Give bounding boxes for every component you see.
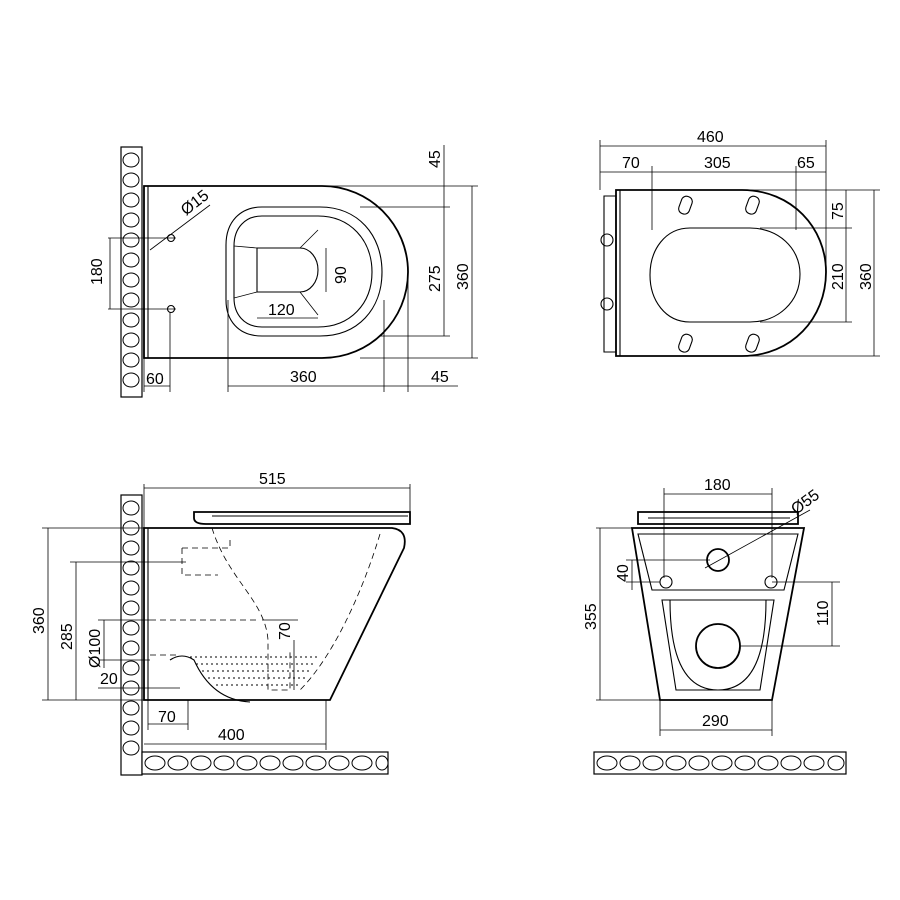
- mount-hole-dia-label: Ø15: [178, 187, 212, 219]
- side-total-length-label: 515: [259, 471, 286, 488]
- left-gap-label: 60: [146, 371, 164, 388]
- inlet-hole: [706, 548, 730, 572]
- side-outlet-dia-label: Ø100: [87, 629, 104, 668]
- seat-outline: [615, 189, 827, 357]
- top-view-wall: [120, 146, 143, 398]
- hole-spacing-label: 180: [89, 258, 106, 285]
- rim-offset-label: 45: [431, 369, 449, 386]
- seat-middle-width-label: 305: [704, 155, 731, 172]
- hinge-bottom: [600, 297, 614, 311]
- outlet-hole: [695, 623, 741, 669]
- back-hole-height-label: 40: [615, 564, 632, 582]
- total-depth-label: 360: [455, 263, 472, 290]
- back-outlet-height-label: 110: [815, 600, 832, 626]
- seat-top-offset-label: 75: [830, 202, 847, 220]
- inner-width-label: 120: [268, 302, 295, 319]
- back-seat: [637, 511, 799, 525]
- side-outlet-offset-label: 20: [100, 671, 118, 688]
- top-view: Ø15 180 60 120 90 360 45 45 275 360: [89, 145, 478, 398]
- side-view-wall: [120, 494, 143, 776]
- side-wall-gap-label: 70: [158, 709, 176, 726]
- bowl-rim: [225, 206, 383, 337]
- side-view-floor: [141, 751, 389, 775]
- inlet-dia-label: Ø55: [788, 487, 823, 519]
- seat-inner-depth-label: 210: [830, 263, 847, 290]
- side-outlet-height-label: 70: [277, 622, 294, 640]
- back-view: 180 Ø55 355 40 110 290: [583, 477, 847, 775]
- side-view: 515 360 285 Ø100 70 20 70 400: [31, 471, 411, 776]
- side-base-length-label: 400: [218, 727, 245, 744]
- seat-total-width-label: 460: [697, 129, 724, 146]
- inner-height-label: 90: [333, 266, 350, 284]
- seat-total-depth-label: 360: [858, 263, 875, 290]
- back-top-spacing-label: 180: [704, 477, 731, 494]
- bowl-depth-label: 275: [427, 265, 444, 292]
- back-base-width-label: 290: [702, 713, 729, 730]
- seat-opening: [649, 227, 801, 323]
- seat-right-offset-label: 65: [797, 155, 815, 172]
- back-body: [630, 527, 806, 701]
- back-total-height-label: 355: [583, 603, 600, 630]
- seat-view: 460 70 305 65 75 210 360: [599, 129, 880, 357]
- side-body: [143, 527, 406, 701]
- top-offset-label: 45: [427, 150, 444, 168]
- side-total-height-label: 360: [31, 607, 48, 634]
- bowl-width-label: 360: [290, 369, 317, 386]
- seat-left-offset-label: 70: [622, 155, 640, 172]
- back-mount-hole-left: [659, 575, 673, 589]
- side-seat: [193, 511, 411, 525]
- back-view-floor: [593, 751, 847, 775]
- hinge-top: [600, 233, 614, 247]
- side-mount-height-label: 285: [59, 623, 76, 650]
